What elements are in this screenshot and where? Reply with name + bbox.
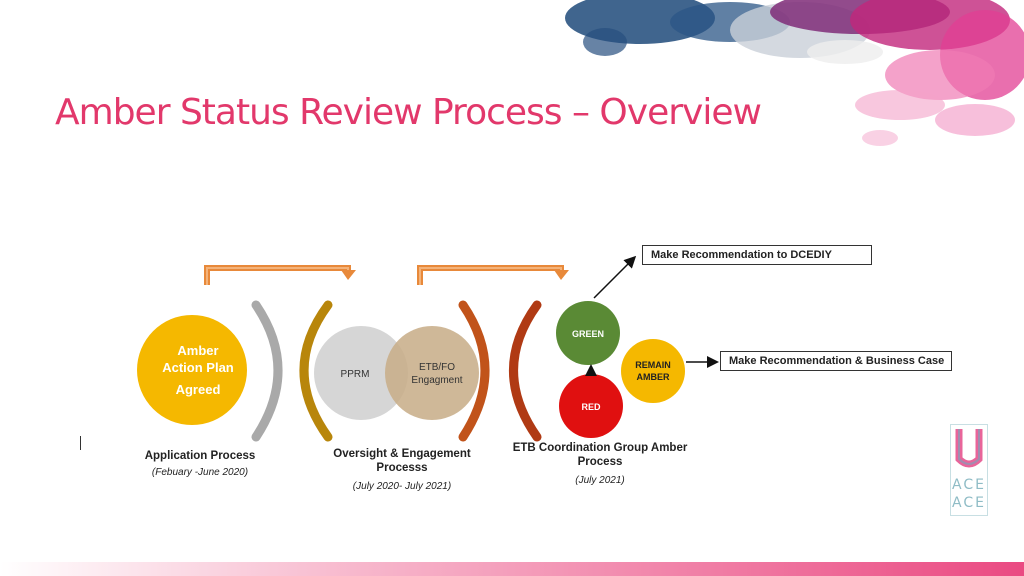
- ace-logo: ACE ACE: [950, 424, 988, 516]
- red-outcome-circle: [559, 374, 623, 438]
- etb-fo-label-line-2: Engagment: [411, 375, 462, 386]
- amber-circle-line-3: Agreed: [176, 382, 221, 397]
- remain-amber-line-2: AMBER: [637, 372, 670, 382]
- pprm-circle: [314, 326, 408, 420]
- separator-arc-red: [509, 300, 542, 442]
- etb-coordination-date: (July 2021): [575, 475, 625, 486]
- flow-arrow-1: [204, 265, 356, 285]
- etb-label-line-2: Process: [577, 456, 623, 468]
- amber-circle-line-2: Action Plan: [162, 360, 234, 375]
- logo-mark-icon: [955, 429, 983, 468]
- oversight-date: (July 2020- July 2021): [352, 481, 452, 492]
- green-recommendation-arrow: [593, 255, 637, 299]
- green-outcome-circle: [556, 301, 620, 365]
- amber-circle-line-1: Amber: [177, 343, 218, 358]
- etb-coordination-label: ETB Coordination Group Amber Process: [500, 441, 700, 469]
- amber-action-plan-circle: [137, 315, 247, 425]
- oversight-label-line-2: Processs: [376, 462, 428, 474]
- separator-arc-orange: [458, 300, 490, 442]
- decorative-watercolor-banner: [565, 0, 1024, 146]
- text-cursor: [80, 436, 81, 450]
- etb-fo-circle: [385, 326, 479, 420]
- flow-arrow-2: [417, 265, 569, 285]
- etb-fo-label-line-1: ETB/FO: [419, 362, 455, 373]
- oversight-label: Oversight & Engagement Processs: [320, 447, 484, 475]
- red-label: RED: [581, 402, 601, 412]
- application-process-date: (Febuary -June 2020): [151, 467, 249, 478]
- bottom-gradient-bar: [0, 562, 1024, 576]
- green-label: GREEN: [572, 329, 604, 339]
- pprm-label: PPRM: [341, 369, 370, 380]
- recommendation-dcediy-box: Make Recommendation to DCEDIY: [642, 245, 872, 265]
- application-process-label: Application Process: [144, 450, 256, 462]
- separator-arc-gold: [299, 300, 333, 442]
- etb-label-line-1: ETB Coordination Group Amber: [512, 442, 688, 454]
- separator-arc-grey: [251, 300, 283, 442]
- oversight-label-line-1: Oversight & Engagement: [333, 448, 471, 460]
- logo-text-line-2: ACE: [952, 495, 986, 511]
- remain-amber-line-1: REMAIN: [635, 360, 671, 370]
- remain-amber-circle: [621, 339, 685, 403]
- page-title: Amber Status Review Process – Overview: [55, 92, 762, 133]
- recommendation-business-case-box: Make Recommendation & Business Case: [720, 351, 952, 371]
- logo-text-line-1: ACE: [952, 477, 986, 493]
